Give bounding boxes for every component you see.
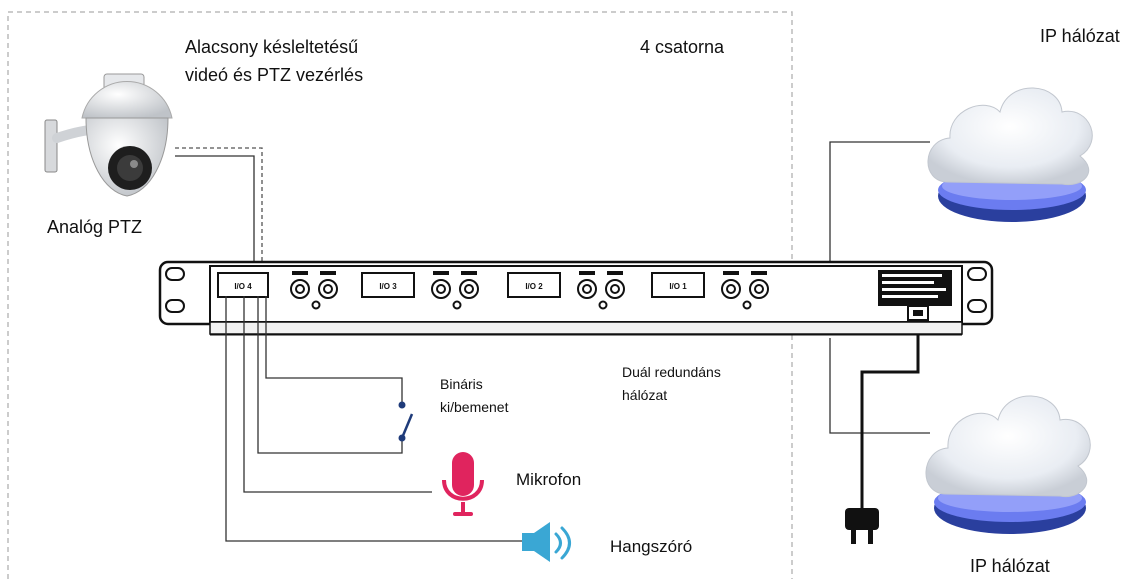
- bnc-connectors: [290, 279, 769, 310]
- channels-label: 4 csatorna: [640, 37, 725, 57]
- ptz-camera-icon: [44, 73, 173, 197]
- io-port-4: I/O 4: [217, 272, 269, 298]
- switch-icon: [398, 401, 414, 442]
- microphone-icon: [442, 452, 484, 516]
- io-port-label: I/O 1: [669, 282, 687, 291]
- speaker-icon: [522, 522, 571, 562]
- microphone-label: Mikrofon: [516, 470, 582, 489]
- ip-network-label-top: IP hálózat: [1040, 26, 1120, 46]
- binary-io-label-line2: ki/bemenet: [440, 399, 509, 415]
- rack-device: I/O 4 I/O 3 I/O 2 I/O 1: [158, 260, 994, 336]
- latency-label-line1: Alacsony késleltetésű: [185, 37, 359, 57]
- dual-network-label-line2: hálózat: [622, 387, 668, 403]
- io-port-2: I/O 2: [507, 272, 561, 298]
- cloud-icon: [927, 87, 1093, 222]
- analog-ptz-label: Analóg PTZ: [47, 217, 143, 237]
- microphone-wire: [243, 296, 432, 493]
- speaker-label: Hangszóró: [610, 537, 693, 556]
- binary-wire-upper: [265, 296, 403, 402]
- io-port-label: I/O 3: [379, 282, 397, 291]
- speaker-wire: [225, 296, 522, 542]
- network-line-top: [829, 141, 930, 268]
- binary-wire-lower: [257, 296, 403, 454]
- io-port-1: I/O 1: [651, 272, 705, 298]
- cloud-icon: [925, 395, 1091, 534]
- io-port-label: I/O 2: [525, 282, 543, 291]
- ip-network-label-bottom: IP hálózat: [970, 556, 1050, 576]
- dual-network-label-line1: Duál redundáns: [622, 364, 721, 380]
- power-plug-icon: [845, 508, 879, 544]
- info-label-block: [878, 270, 952, 306]
- bnc-text-marks: [292, 271, 767, 275]
- binary-io-label-line1: Bináris: [440, 376, 483, 392]
- network-line-bottom: [829, 338, 930, 434]
- io-port-3: I/O 3: [361, 272, 415, 298]
- camera-dashed-cable: [175, 147, 263, 268]
- camera-solid-cable: [175, 155, 255, 268]
- latency-label-line2: videó és PTZ vezérlés: [185, 65, 364, 85]
- dashed-region-border: [7, 11, 793, 579]
- io-port-label: I/O 4: [234, 282, 252, 291]
- power-cable: [860, 318, 920, 510]
